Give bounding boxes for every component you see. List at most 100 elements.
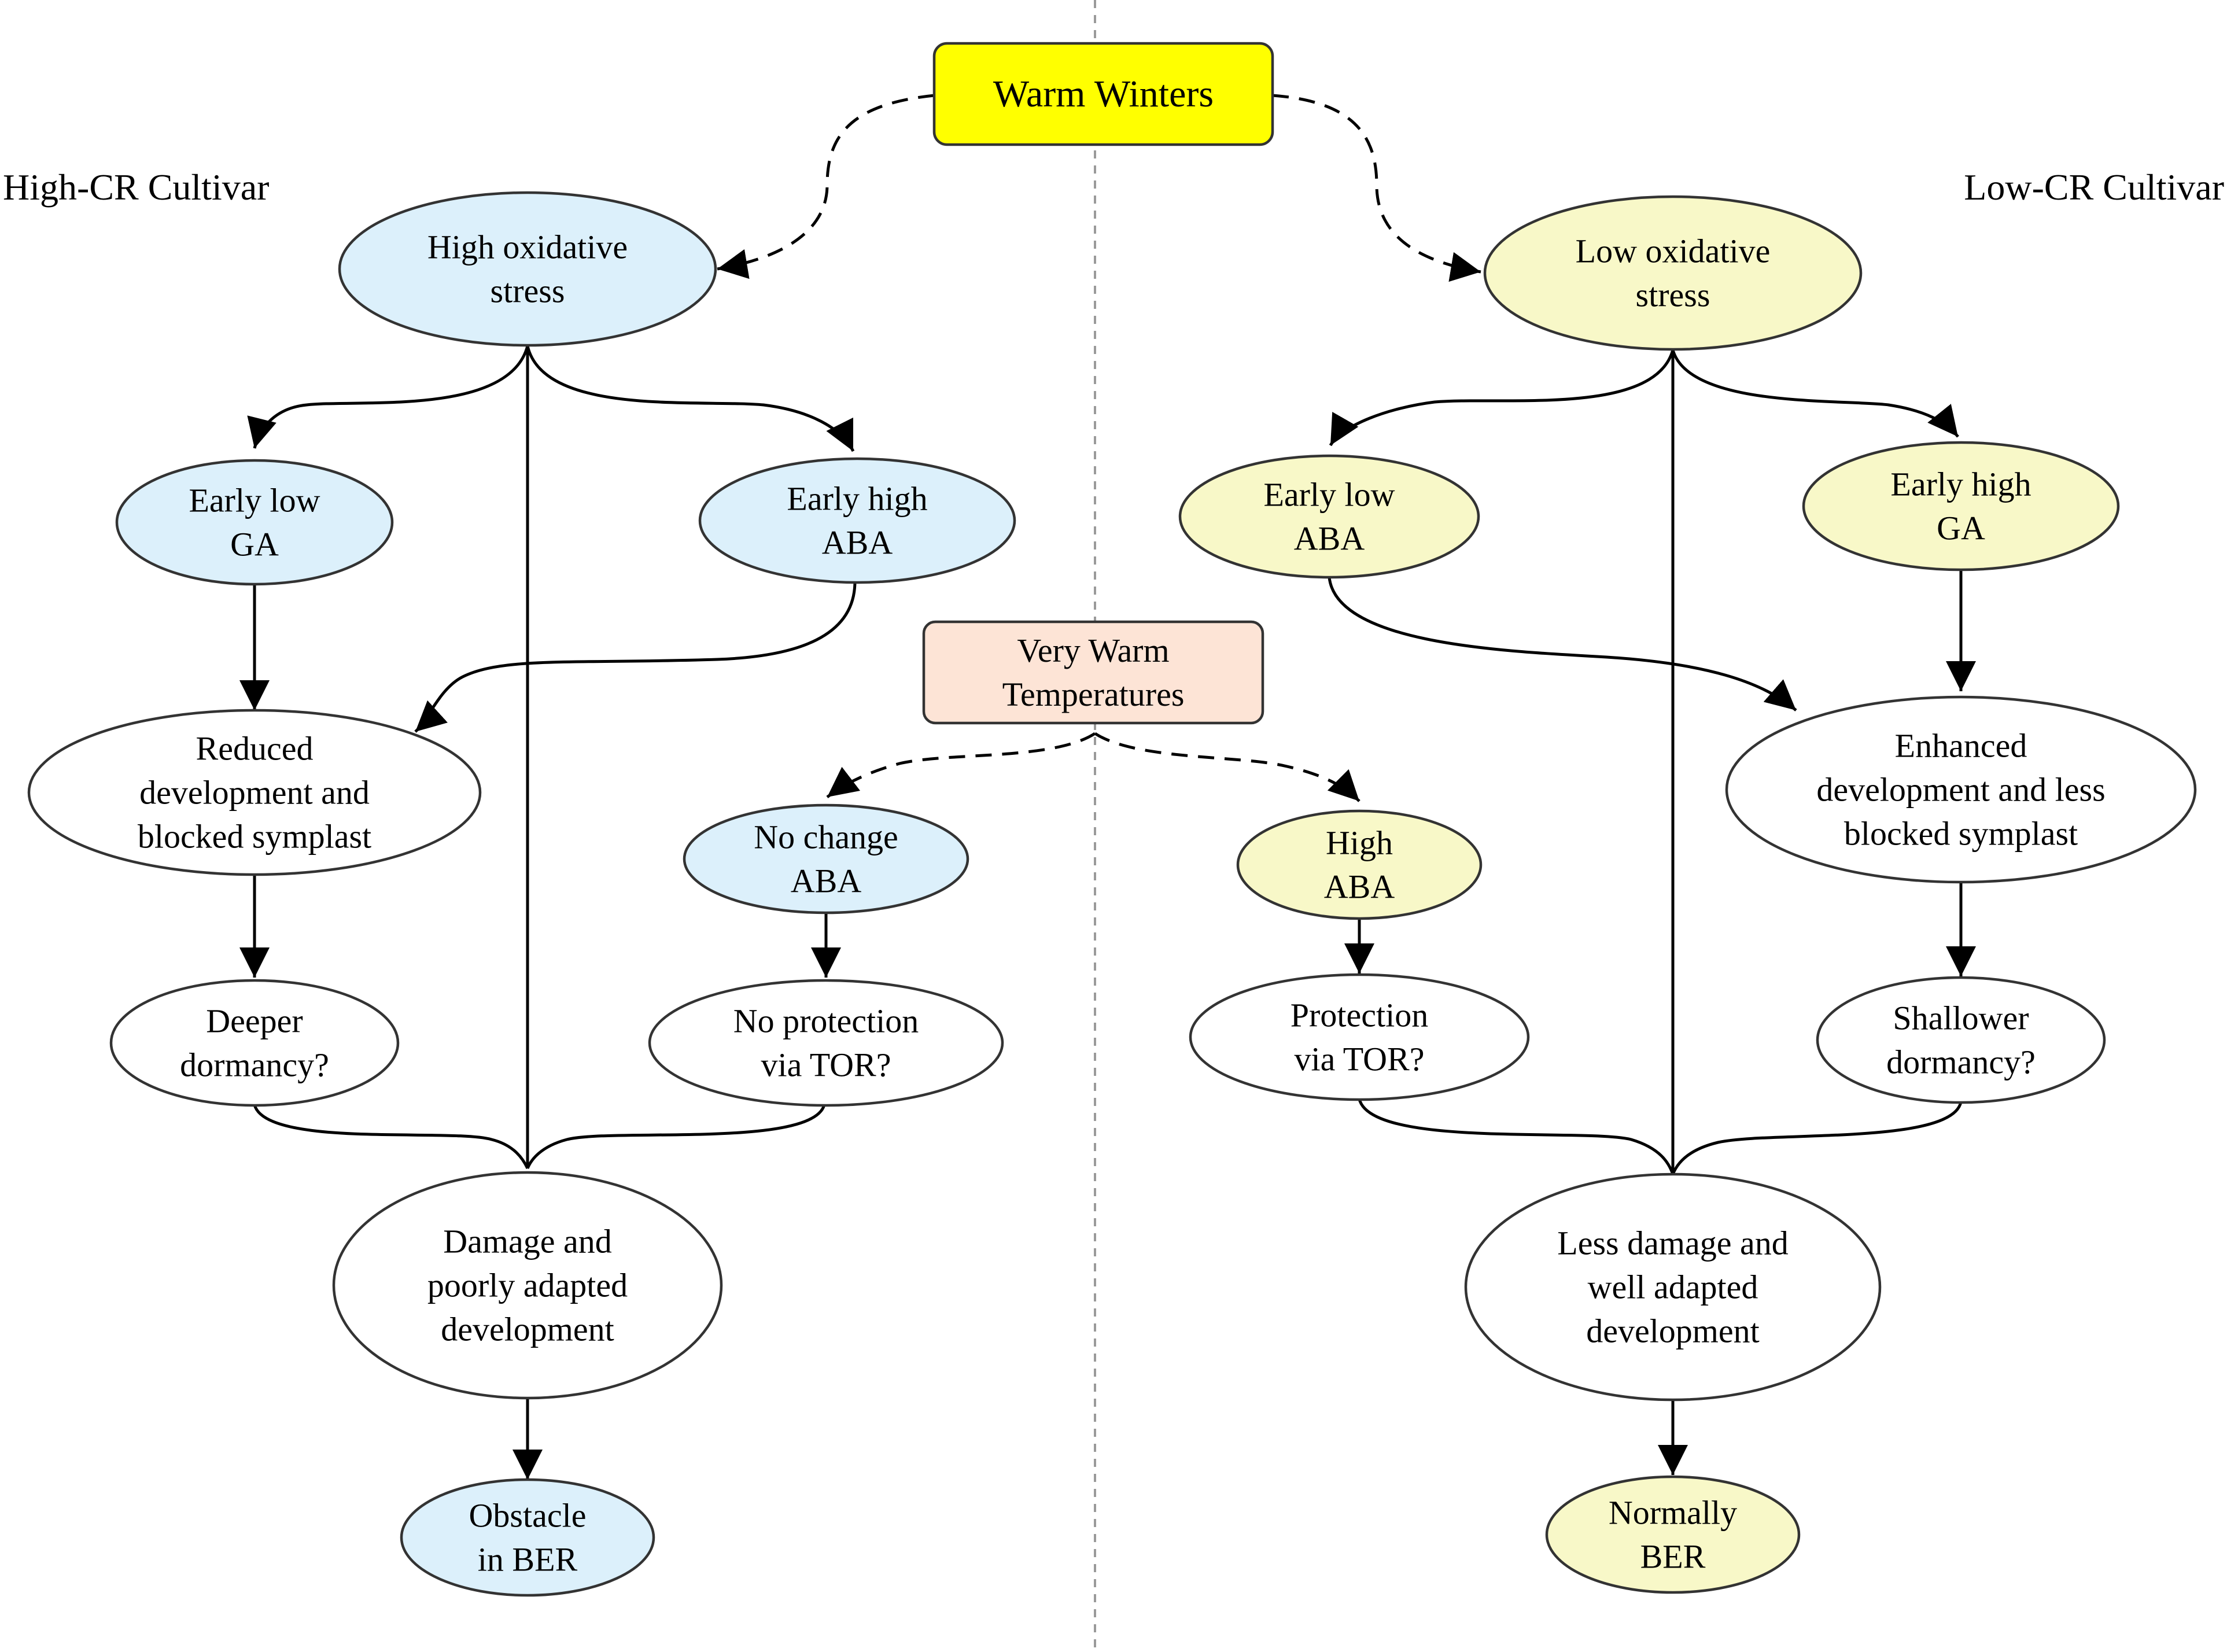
edge-lowox-to-earlylowaba [1329,349,1675,447]
node-early-low-aba-line-1: Early low [1263,476,1395,514]
node-reduced-dev-line-2: development and [139,774,370,812]
node-no-protection-line-2: via TOR? [761,1046,891,1084]
node-shallower-dorm-line-2: dormancy? [1886,1043,2036,1081]
node-high-aba-shape [1236,809,1483,920]
node-enhanced-dev-shape [1725,695,2197,884]
node-high-aba-line-1: High [1326,824,1393,862]
edges [239,94,1976,1480]
node-early-high-aba-line-2: ABA [822,524,893,562]
node-high-ox-line-1: High oxidative [427,228,628,266]
node-less-damage-shape [1464,1172,1882,1402]
node-low-ox-shape [1483,195,1863,351]
node-early-high-ga-line-1: Early high [1890,466,2031,503]
node-low-ox-line-2: stress [1636,276,1710,314]
node-protection-shape [1189,973,1530,1101]
node-reduced-dev: Reduced development and blocked symplast [27,709,482,876]
node-obstacle: Obstacle in BER [400,1478,655,1597]
node-protection-line-1: Protection [1291,997,1428,1034]
node-shallower-dorm: Shallower dormancy? [1816,976,2106,1104]
node-shallower-dorm-shape [1816,976,2106,1104]
edge-deeper-to-damage [253,1104,529,1170]
node-no-protection: No protection via TOR? [648,979,1004,1107]
node-low-ox: Low oxidative stress [1483,195,1863,351]
node-normally-line-2: BER [1640,1538,1706,1576]
node-less-damage-line-1: Less damage and [1557,1225,1788,1262]
edge-verywarm-to-highaba [1094,732,1360,802]
node-damage: Damage and poorly adapted development [332,1171,723,1400]
node-shallower-dorm-line-1: Shallower [1893,1000,2029,1037]
node-very-warm-line-2: Temperatures [1002,676,1185,713]
node-reduced-dev-shape [27,709,482,876]
node-protection-line-2: via TOR? [1294,1041,1424,1078]
node-no-protection-shape [648,979,1004,1107]
edge-warm-to-high-ox [717,94,935,279]
node-warm-winters: Warm Winters [932,42,1274,146]
node-early-low-ga-line-2: GA [230,526,279,563]
label-high-cr-cultivar: High-CR Cultivar [3,167,269,208]
node-early-low-ga-shape [115,459,394,586]
node-less-damage-line-2: well adapted [1588,1269,1758,1306]
node-deeper-dorm-shape [109,979,400,1107]
node-damage-line-2: poorly adapted [427,1267,628,1304]
node-early-high-aba-line-1: Early high [787,480,927,518]
node-no-change-aba-shape [683,803,969,915]
node-normally-shape [1545,1475,1801,1594]
node-deeper-dorm-line-2: dormancy? [180,1046,329,1084]
edge-lowox-to-earlyhighga [1671,349,1959,438]
node-deeper-dorm-line-1: Deeper [206,1002,303,1040]
node-reduced-dev-line-1: Reduced [196,730,314,768]
node-early-high-ga-shape [1802,441,2120,571]
node-early-high-aba-shape [698,457,1016,584]
node-damage-line-1: Damage and [443,1223,611,1260]
node-normally-line-1: Normally [1609,1494,1737,1532]
node-warm-winters-line-1: Warm Winters [993,73,1214,115]
node-obstacle-line-1: Obstacle [469,1497,587,1535]
node-damage-line-3: development [441,1311,614,1348]
node-high-ox: High oxidative stress [338,191,717,347]
node-obstacle-shape [400,1478,655,1597]
node-no-change-aba-line-1: No change [754,818,898,856]
edge-shallower-to-lessdamage [1671,1101,1963,1175]
node-enhanced-dev-line-3: blocked symplast [1844,815,2078,853]
node-high-aba-line-2: ABA [1324,868,1395,906]
node-very-warm-shape [922,620,1264,725]
node-less-damage: Less damage and well adapted development [1464,1172,1882,1402]
node-reduced-dev-line-3: blocked symplast [138,818,371,856]
node-early-low-aba-shape [1178,454,1480,579]
node-high-ox-shape [338,191,717,347]
label-low-cr-cultivar: Low-CR Cultivar [1964,167,2224,208]
edge-warm-to-low-ox [1272,94,1481,282]
node-no-change-aba-line-2: ABA [791,862,862,900]
edge-protection-to-lessdamage [1358,1098,1675,1175]
node-enhanced-dev-line-1: Enhanced [1895,727,2027,765]
node-enhanced-dev-line-2: development and less [1816,771,2105,809]
node-protection: Protection via TOR? [1189,973,1530,1101]
edge-noprotection-to-damage [526,1104,826,1169]
node-warm-winters-shape [932,42,1274,146]
node-no-protection-line-1: No protection [733,1002,919,1040]
node-high-ox-line-2: stress [491,272,565,310]
edge-highox-to-earlyhighaba [526,345,855,452]
node-deeper-dorm: Deeper dormancy? [109,979,400,1107]
edge-verywarm-to-nochange [826,732,1096,798]
edge-highox-to-earlylowga [247,345,529,449]
node-low-ox-line-1: Low oxidative [1576,233,1771,270]
node-very-warm-line-1: Very Warm [1017,632,1169,669]
edge-earlylowaba-to-enhanced [1328,577,1797,711]
node-obstacle-line-2: in BER [478,1541,578,1579]
node-enhanced-dev: Enhanced development and less blocked symp… [1725,695,2197,884]
node-early-high-ga-line-2: GA [1937,510,1985,547]
node-early-low-ga-line-1: Early low [189,482,320,519]
node-less-damage-line-3: development [1586,1312,1760,1350]
node-early-low-aba-line-2: ABA [1294,520,1365,558]
